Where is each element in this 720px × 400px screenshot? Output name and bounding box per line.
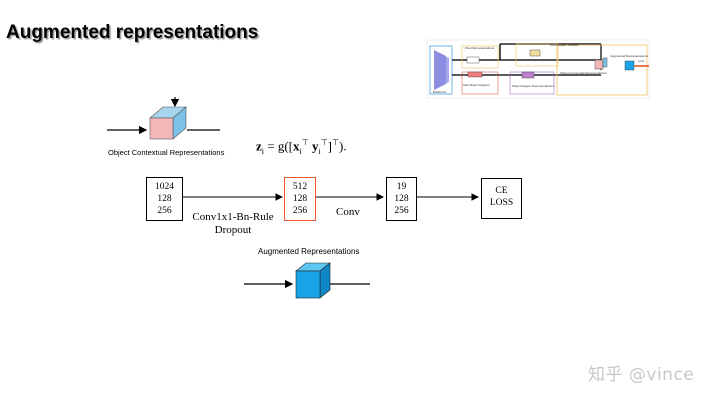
formula: zi = g([xi⊤ yi⊤]⊤).	[256, 138, 347, 156]
svg-text:Backbone: Backbone	[433, 90, 447, 94]
ocr-caption: Object Contextual Representations	[108, 148, 225, 157]
svg-text:Object Contextual Representati: Object Contextual Representations	[560, 71, 607, 75]
svg-text:Augmented Representations: Augmented Representations	[610, 54, 649, 58]
loss-box: CE LOSS	[481, 178, 522, 219]
ocr-cube-icon	[107, 97, 220, 140]
svg-text:Pixel-Region Relation: Pixel-Region Relation	[550, 43, 579, 47]
output-feature-box: 19 128 256	[386, 177, 417, 221]
ocr-architecture-thumbnail: Backbone Pixel Representations Pixel-Reg…	[426, 39, 650, 99]
svg-text:Pixel Representations: Pixel Representations	[465, 46, 495, 50]
input-feature-box: 1024 128 256	[146, 177, 183, 221]
svg-text:Soft Object Regions: Soft Object Regions	[463, 83, 490, 87]
svg-text:Loss: Loss	[638, 59, 645, 63]
edge2-label: Conv	[336, 206, 360, 218]
augmented-caption: Augmented Representations	[258, 247, 360, 256]
edge1-label-line1: Conv1x1-Bn-Rule	[192, 211, 274, 223]
edge1-label: Conv1x1-Bn-Rule Dropout	[183, 211, 283, 237]
augmented-cube-icon	[244, 262, 370, 299]
watermark: 知乎 @vince	[588, 365, 695, 385]
slide-title: Augmented representations	[6, 22, 259, 43]
mid-feature-box: 512 128 256	[284, 177, 316, 221]
svg-text:Object Region Representations: Object Region Representations	[512, 84, 554, 88]
edge1-label-line2: Dropout	[214, 224, 252, 236]
